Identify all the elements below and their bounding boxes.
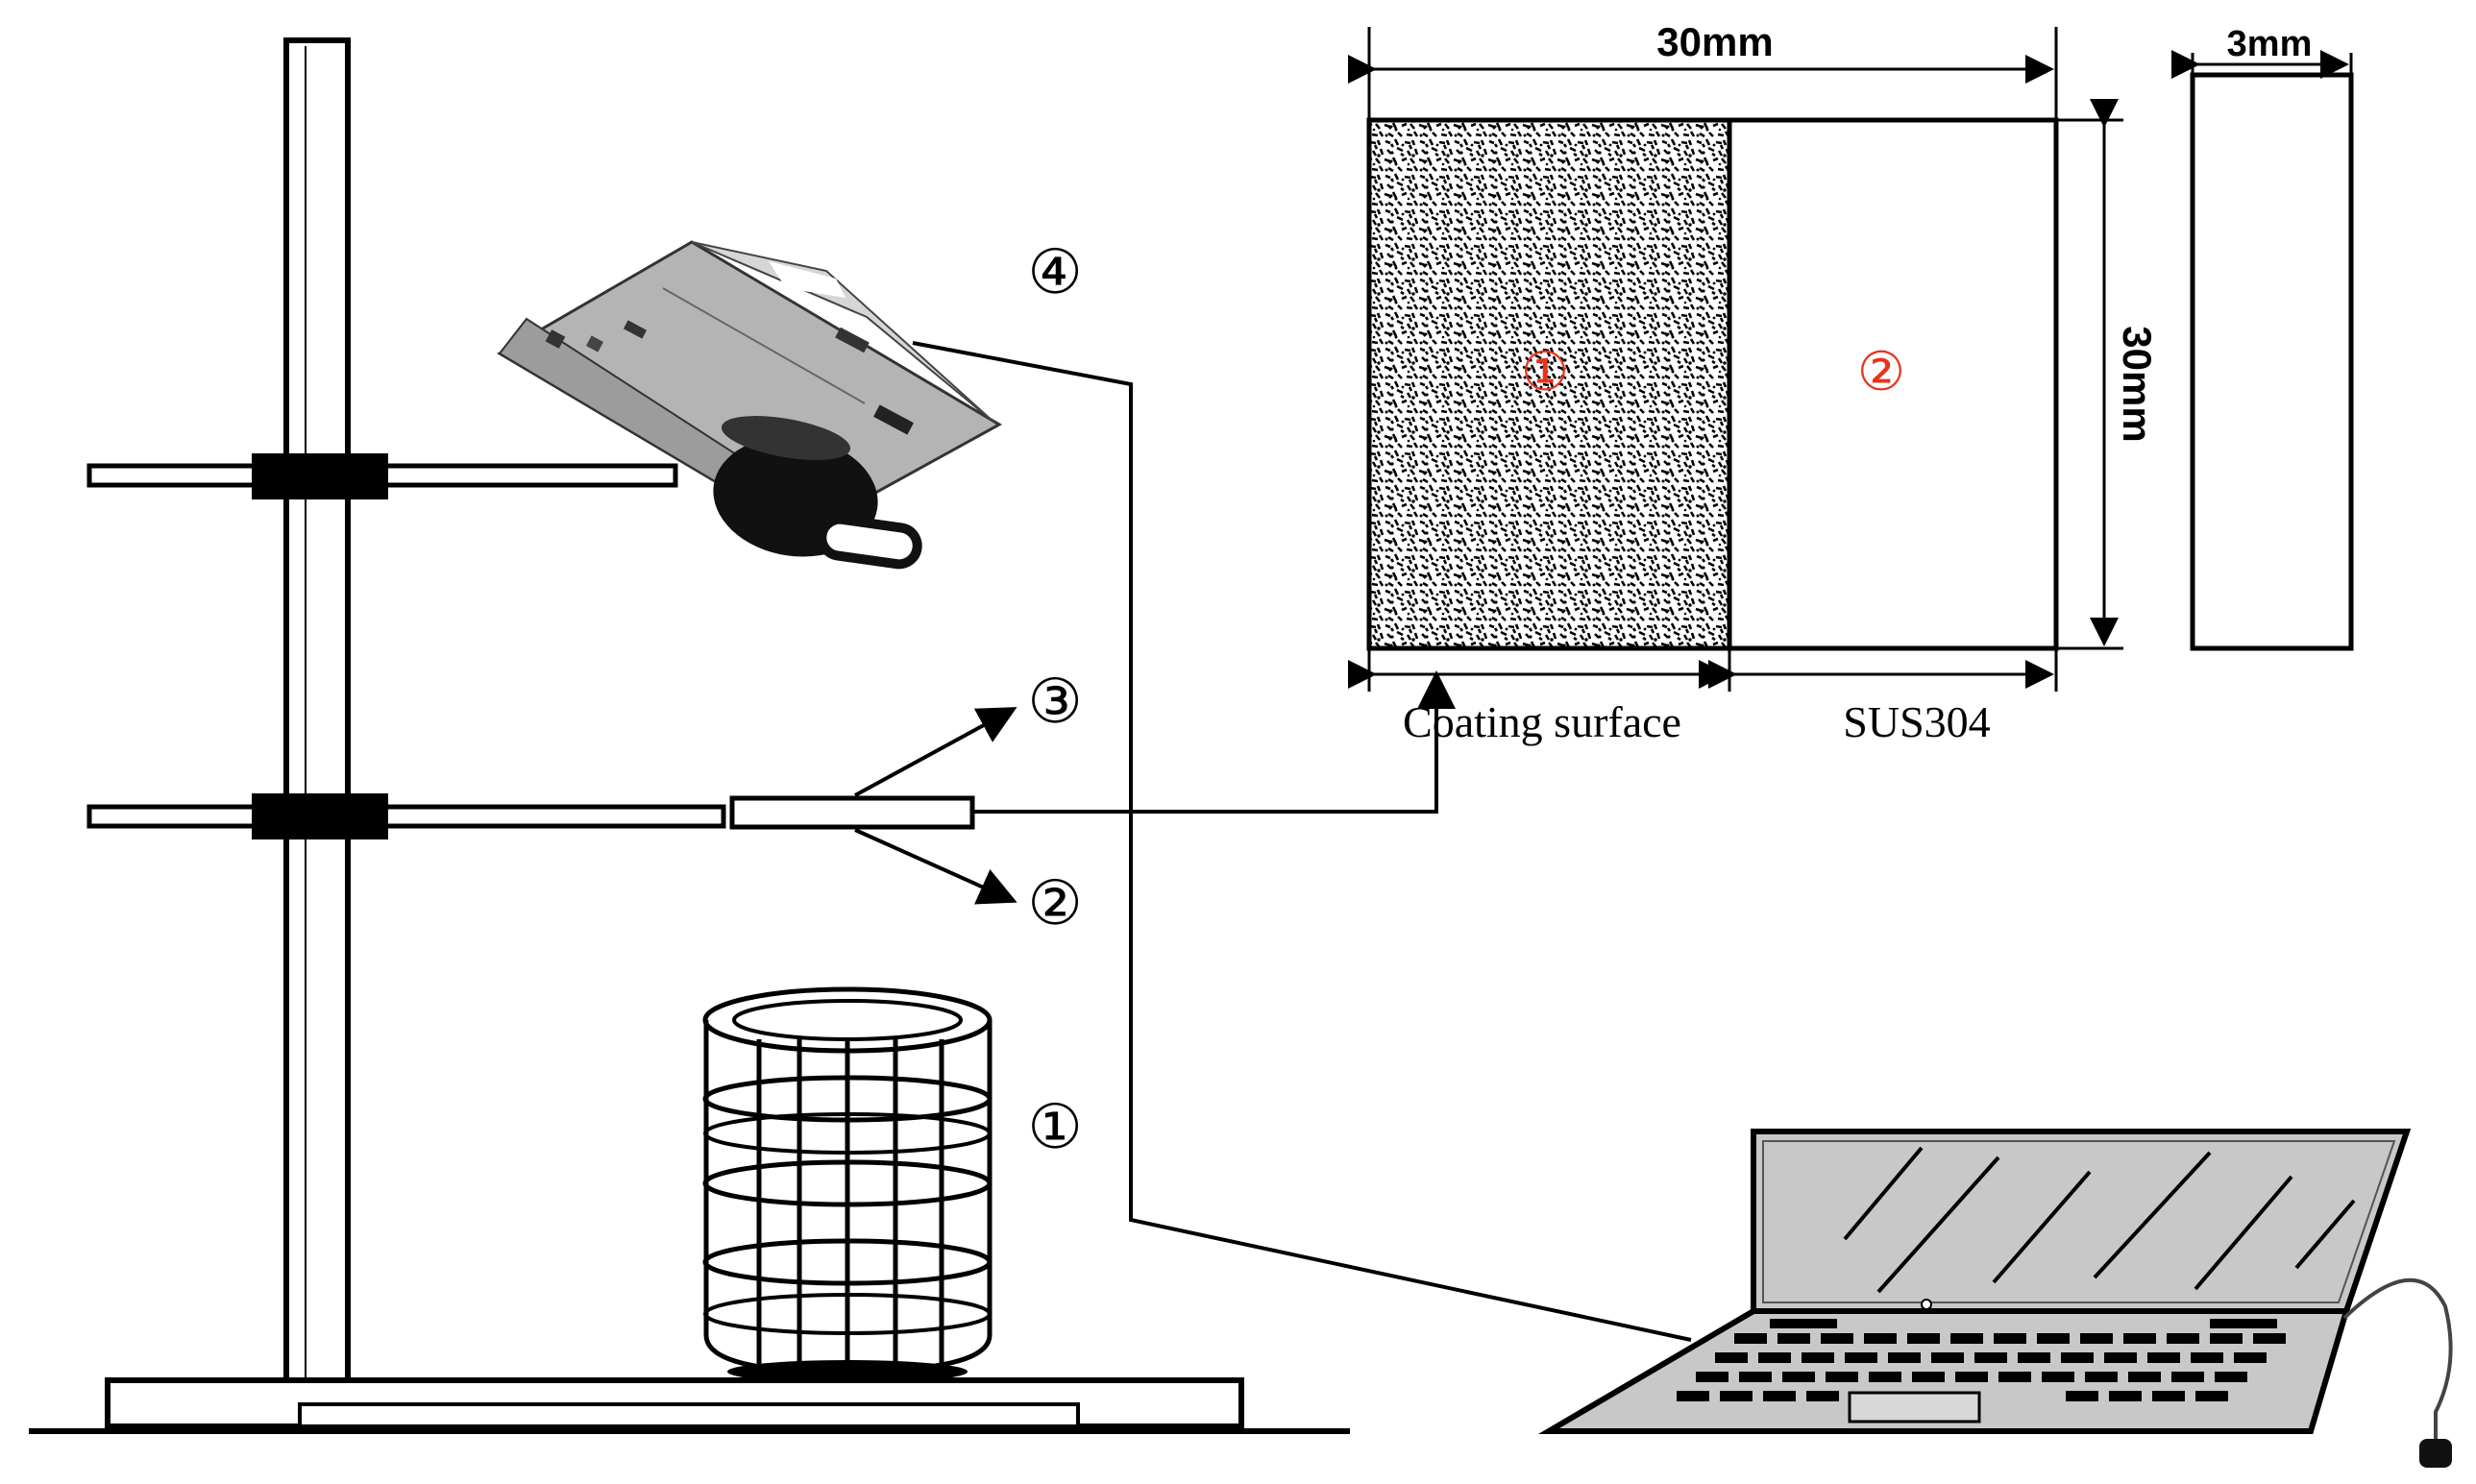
stand-base-plate: [298, 1402, 1080, 1428]
link-sample-to-coating: [972, 670, 1456, 814]
lamp: [702, 986, 993, 1383]
data-cable: [912, 341, 1692, 1342]
laptop-touchpad: [1848, 1391, 1981, 1423]
region-2-marker: ②: [1857, 341, 1905, 401]
callout-1: ①: [1027, 1092, 1082, 1161]
dim-label-thickness: 3mm: [2227, 24, 2313, 64]
upper-clamp: [252, 453, 388, 499]
laptop-keys: [1677, 1319, 2286, 1401]
arrow-to-2: [854, 828, 1017, 905]
camera: [497, 240, 1003, 570]
coating-region: [1366, 117, 1732, 651]
stand-pole: [283, 37, 351, 1388]
side-view-rect: [2190, 72, 2354, 651]
callout-3: ③: [1027, 667, 1082, 736]
region-1-marker: ①: [1521, 341, 1569, 401]
sample-piece: [729, 795, 975, 830]
dim-label-width: 30mm: [1656, 19, 1773, 64]
arrow-to-3: [854, 707, 1017, 797]
sus304-region: [1727, 117, 2059, 651]
sus304-label: SUS304: [1843, 697, 1990, 746]
laptop-power-cord: [2342, 1277, 2453, 1441]
laptop: [1537, 1129, 2453, 1468]
coating-surface-label: Coating surface: [1403, 697, 1681, 746]
lower-arm: [86, 804, 726, 829]
power-plug-icon: [2419, 1439, 2452, 1468]
retort-stand: [29, 37, 1350, 1434]
lower-clamp: [252, 793, 388, 839]
callout-4: ④: [1027, 237, 1082, 306]
sample-detail: 30mm 3mm 30mm ① ② Coating surface SUS304: [1348, 19, 2354, 746]
laptop-screen: [1751, 1129, 2412, 1314]
dim-label-height: 30mm: [2115, 326, 2160, 442]
callout-2: ②: [1027, 868, 1082, 937]
